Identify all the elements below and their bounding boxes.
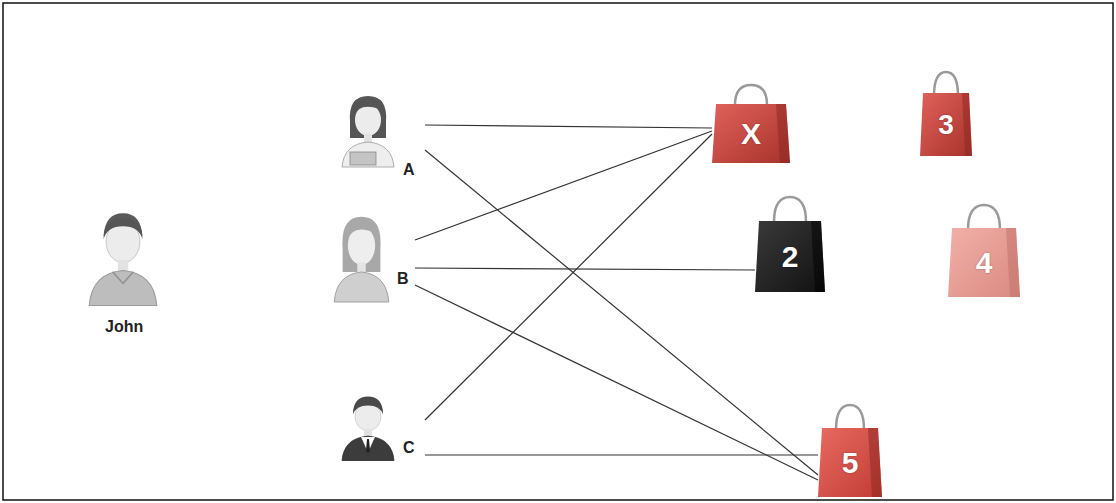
bag-number: 2 <box>782 242 799 272</box>
bag-node: 4 <box>948 228 1020 297</box>
connector-line <box>415 268 755 270</box>
shopping-bag <box>948 205 1020 297</box>
person-node: C <box>335 390 425 460</box>
shopping-bag <box>755 197 825 292</box>
connector-line <box>415 131 712 240</box>
person-name: John <box>105 317 143 337</box>
person-node: A <box>335 90 425 182</box>
connector-line <box>425 125 712 128</box>
bag-number: 4 <box>976 248 993 278</box>
bag-node: 2 <box>755 221 825 292</box>
bag-node: 5 <box>818 428 882 497</box>
person-name: A <box>403 160 415 180</box>
connector-line <box>425 150 818 475</box>
person-node: John <box>78 205 170 340</box>
bag-number: 5 <box>842 448 859 478</box>
person-icon <box>342 96 394 167</box>
person-icon <box>89 213 157 305</box>
bag-node: X <box>712 104 790 163</box>
bag-number: 3 <box>938 111 954 139</box>
person-name: C <box>403 438 415 458</box>
frame <box>3 3 1113 500</box>
shopping-bag <box>712 85 790 163</box>
shopping-bag <box>920 72 972 156</box>
connector-line <box>415 285 818 480</box>
person-icon <box>334 217 389 302</box>
connector-line <box>425 455 818 456</box>
shopping-bag <box>818 405 882 497</box>
person-name: B <box>397 269 409 289</box>
bag-node: 3 <box>920 93 972 156</box>
bag-number: X <box>741 119 761 149</box>
person-node: B <box>325 207 415 299</box>
connector-line <box>425 134 712 420</box>
person-icon <box>342 397 394 461</box>
